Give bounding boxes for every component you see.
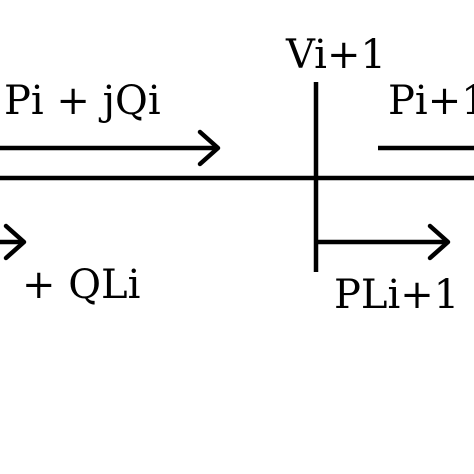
next-branch-flow-label: Pi+1	[388, 78, 474, 124]
load-left-label: + QLi	[22, 262, 140, 308]
branch-flow-arrow	[0, 129, 221, 167]
load-arrow-right	[316, 223, 451, 261]
load-arrow-left	[0, 223, 27, 261]
branch-flow-label: Pi + jQi	[4, 78, 161, 124]
load-right-label: PLi+1	[334, 272, 459, 318]
bus-voltage-label: Vi+1	[285, 32, 386, 78]
